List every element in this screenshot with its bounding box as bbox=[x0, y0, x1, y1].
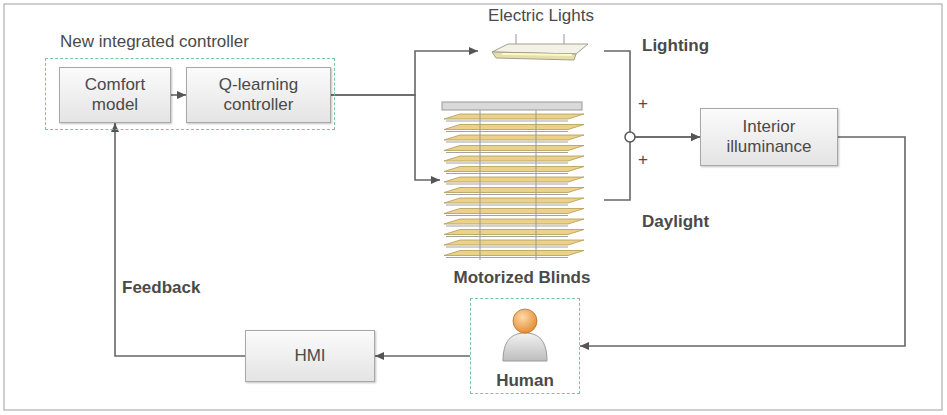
connector-arrow bbox=[604, 137, 700, 200]
node-text: Q-learning controller bbox=[187, 75, 330, 116]
connector-arrow bbox=[171, 94, 186, 96]
human-box: Human bbox=[470, 298, 580, 394]
illustration bbox=[440, 100, 590, 264]
node-text: Human bbox=[471, 371, 579, 391]
sign-label: + bbox=[636, 150, 650, 170]
node-text: Motorized Blinds bbox=[440, 268, 604, 288]
edge-label: Daylight bbox=[640, 212, 711, 232]
electric-lights: Electric Lights bbox=[478, 6, 604, 68]
illustration bbox=[499, 305, 551, 367]
node-text: New integrated controller bbox=[60, 32, 249, 52]
process-box: Comfort model bbox=[59, 67, 171, 123]
connector-arrow bbox=[580, 137, 905, 346]
connector-arrow bbox=[115, 123, 245, 356]
connector-arrow bbox=[604, 51, 700, 137]
connector-arrow bbox=[331, 95, 440, 180]
sign-label: + bbox=[636, 94, 650, 114]
motorized-blinds: Motorized Blinds bbox=[440, 100, 604, 290]
node-text: Interior illuminance bbox=[701, 117, 837, 158]
node-text: Comfort model bbox=[60, 75, 170, 116]
node-text: Electric Lights bbox=[478, 6, 604, 26]
process-box: Interior illuminance bbox=[700, 108, 838, 166]
connector-arrow bbox=[375, 355, 470, 357]
connector-arrow bbox=[331, 51, 478, 95]
edge-label: Feedback bbox=[120, 278, 202, 298]
illustration bbox=[488, 34, 592, 72]
node-text: HMI bbox=[288, 346, 331, 366]
controller-group: New integrated controllerComfort modelQ-… bbox=[45, 58, 335, 130]
process-box: Q-learning controller bbox=[186, 67, 331, 123]
process-box: HMI bbox=[245, 330, 375, 382]
edge-label: Lighting bbox=[640, 36, 711, 56]
